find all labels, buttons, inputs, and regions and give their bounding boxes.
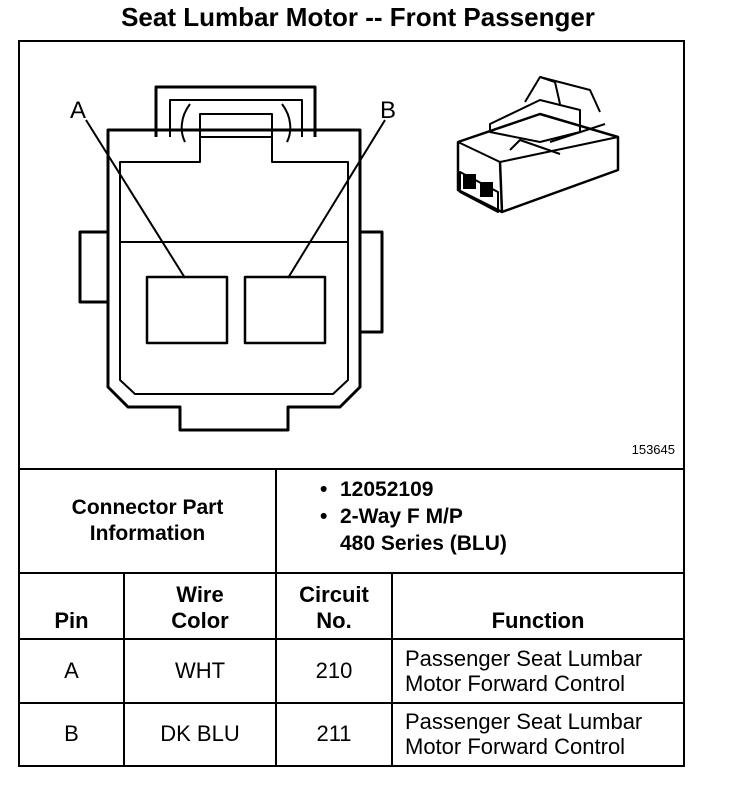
- connector-3d-view-icon: [456, 76, 620, 214]
- info-item-connector-type: • 2-Way F M/P 480 Series (BLU): [320, 505, 507, 555]
- connector-info-label: Connector Part Information: [20, 470, 277, 572]
- cell-function: Passenger Seat Lumbar Motor Forward Cont…: [391, 638, 683, 704]
- pin-table: Pin Wire Color Circuit No. Function A WH…: [20, 572, 683, 765]
- info-item-part-number: • 12052109: [320, 478, 434, 501]
- connector-diagram: A B: [70, 76, 620, 432]
- header-pin: Pin: [20, 572, 125, 640]
- header-wire-color: Wire Color: [123, 572, 277, 640]
- pin-a-leader: [85, 119, 186, 279]
- header-circuit: Circuit No.: [275, 572, 393, 640]
- cell-pin: A: [20, 638, 125, 704]
- pin-label-b: B: [380, 97, 396, 124]
- page-title: Seat Lumbar Motor -- Front Passenger: [121, 2, 595, 32]
- connector-info-row: Connector Part Information • 12052109 • …: [20, 470, 683, 574]
- header-function: Function: [391, 572, 683, 640]
- table-header-row: Pin Wire Color Circuit No. Function: [20, 572, 683, 640]
- connector-frame: A B 153645 Connector Part Information: [18, 40, 685, 767]
- cavity-a: [145, 275, 229, 345]
- cell-circuit: 210: [275, 638, 393, 704]
- cell-function: Passenger Seat Lumbar Motor Forward Cont…: [391, 701, 683, 765]
- diagram-area: A B 153645: [20, 42, 683, 470]
- connector-info-list: • 12052109 • 2-Way F M/P 480 Series (BLU…: [320, 476, 507, 557]
- cell-wire-color: WHT: [123, 638, 277, 704]
- table-row: B DK BLU 211 Passenger Seat Lumbar Motor…: [20, 701, 683, 765]
- reference-number: 153645: [631, 442, 675, 457]
- pin-b-leader: [287, 119, 386, 279]
- cell-wire-color: DK BLU: [123, 701, 277, 765]
- table-row: A WHT 210 Passenger Seat Lumbar Motor Fo…: [20, 638, 683, 704]
- cell-pin: B: [20, 701, 125, 765]
- pin-label-a: A: [70, 97, 86, 124]
- connector-face-view-icon: [78, 85, 386, 432]
- cavity-b: [243, 275, 327, 345]
- cell-circuit: 211: [275, 701, 393, 765]
